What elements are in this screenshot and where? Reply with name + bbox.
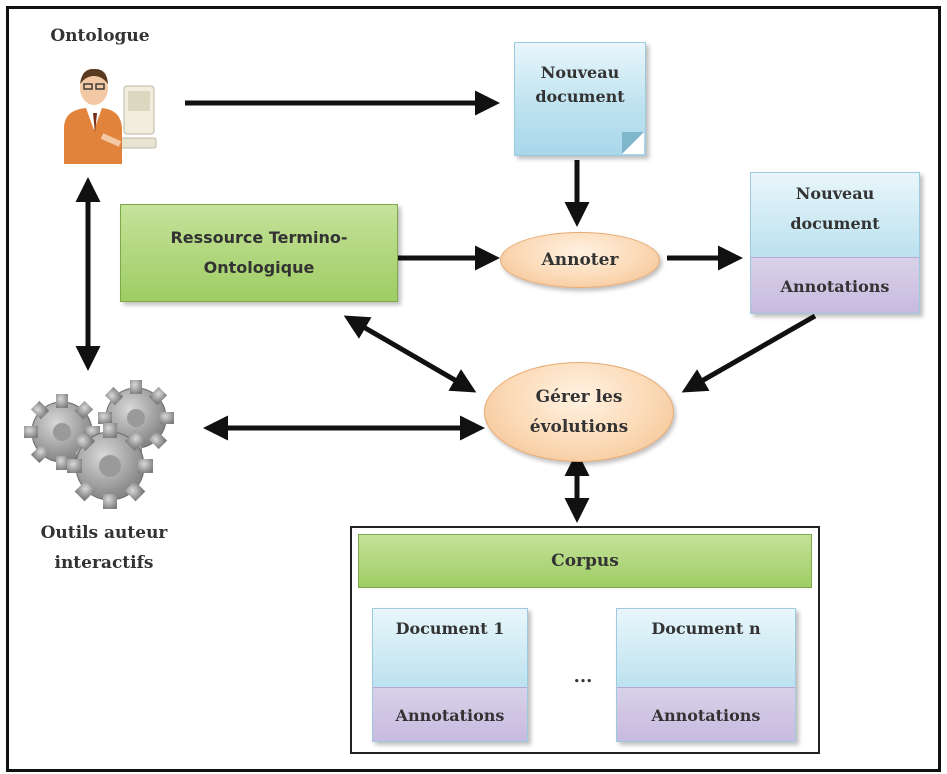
corpus-title: Corpus bbox=[358, 534, 812, 588]
corpus-container: Corpus Document 1 Annotations ... Docume… bbox=[350, 526, 820, 754]
annotated-document-line2: document bbox=[790, 214, 880, 233]
annoter-process: Annoter bbox=[500, 232, 660, 288]
document-n-annotations: Annotations bbox=[617, 687, 795, 741]
ressource-line1: Ressource Termino- bbox=[170, 228, 348, 247]
document-n-title: Document n bbox=[651, 619, 761, 638]
document-1-annotations: Annotations bbox=[373, 687, 527, 741]
annotated-document-line1: Nouveau bbox=[795, 184, 875, 203]
ressource-termino-ontologique-box: Ressource Termino- Ontologique bbox=[120, 204, 398, 302]
gerer-line2: évolutions bbox=[529, 417, 629, 437]
page-fold-icon bbox=[622, 132, 644, 154]
document-1-title: Document 1 bbox=[395, 619, 505, 638]
new-document-line2: document bbox=[535, 87, 625, 106]
outils-line1: Outils auteur bbox=[40, 523, 168, 543]
outils-auteur-label: Outils auteur interactifs bbox=[14, 518, 194, 578]
ontologue-label: Ontologue bbox=[50, 26, 150, 46]
gerer-evolutions-process: Gérer les évolutions bbox=[484, 362, 674, 462]
annoter-label: Annoter bbox=[541, 250, 619, 270]
corpus-document-1: Document 1 Annotations bbox=[372, 608, 528, 742]
corpus-document-n: Document n Annotations bbox=[616, 608, 796, 742]
person-at-computer-icon bbox=[64, 68, 157, 164]
corpus-ellipsis: ... bbox=[573, 666, 593, 687]
annotations-section: Annotations bbox=[751, 257, 919, 313]
gears-icon bbox=[24, 380, 174, 509]
arrow-ressource-gerer-bidirectional bbox=[343, 315, 477, 393]
ressource-line2: Ontologique bbox=[203, 258, 315, 277]
arrow-annotated-document-to-gerer bbox=[681, 313, 817, 393]
new-document-line1: Nouveau bbox=[540, 63, 620, 82]
gerer-line1: Gérer les bbox=[535, 387, 623, 407]
outils-line2: interactifs bbox=[54, 553, 154, 573]
annotated-new-document-card: Nouveau document Annotations bbox=[750, 172, 920, 314]
